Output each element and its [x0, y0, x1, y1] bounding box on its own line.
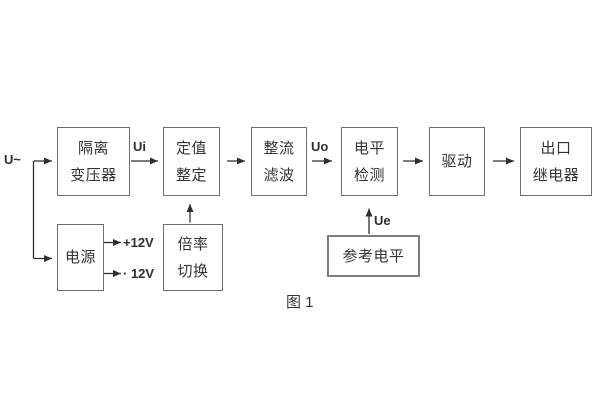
ui-signal-label: Ui — [133, 139, 146, 154]
block-drive: 驱动 — [429, 127, 485, 196]
block-label: 检测 — [353, 166, 385, 184]
block-rectifier-filter: 整流 滤波 — [251, 127, 307, 196]
block-power-supply: 电源 — [57, 224, 104, 291]
block-label: 整流 — [263, 139, 295, 157]
neg-12v-label: · 12V — [123, 266, 155, 281]
ue-signal-label: Ue — [374, 213, 391, 228]
block-label: 参考电平 — [342, 247, 405, 265]
block-value-setting: 定值 整定 — [163, 127, 220, 196]
pos-12v-label: +12V — [123, 235, 154, 250]
uo-signal-label: Uo — [311, 139, 329, 154]
block-label: 电平 — [353, 139, 385, 157]
block-label: 倍率 — [177, 235, 209, 253]
block-label: 滤波 — [263, 166, 295, 184]
block-label: 切换 — [177, 262, 209, 280]
block-label: 隔离 — [77, 139, 109, 157]
u-source-label: U~ — [4, 152, 21, 167]
block-label: 出口 — [540, 139, 572, 157]
figure-caption: 图 1 — [286, 294, 314, 311]
block-label: 继电器 — [532, 166, 580, 184]
block-output-relay: 出口 继电器 — [520, 127, 592, 196]
block-ratio-switch: 倍率 切换 — [163, 224, 223, 291]
block-isolation-transformer: 隔离 变压器 — [57, 127, 130, 196]
block-level-detection: 电平 检测 — [341, 127, 398, 196]
block-label: 驱动 — [441, 153, 473, 170]
block-label: 定值 — [175, 139, 207, 157]
block-reference-level: 参考电平 — [327, 235, 420, 277]
block-label: 整定 — [175, 166, 207, 184]
block-label: 变压器 — [70, 166, 117, 184]
block-label: 电源 — [64, 249, 96, 266]
